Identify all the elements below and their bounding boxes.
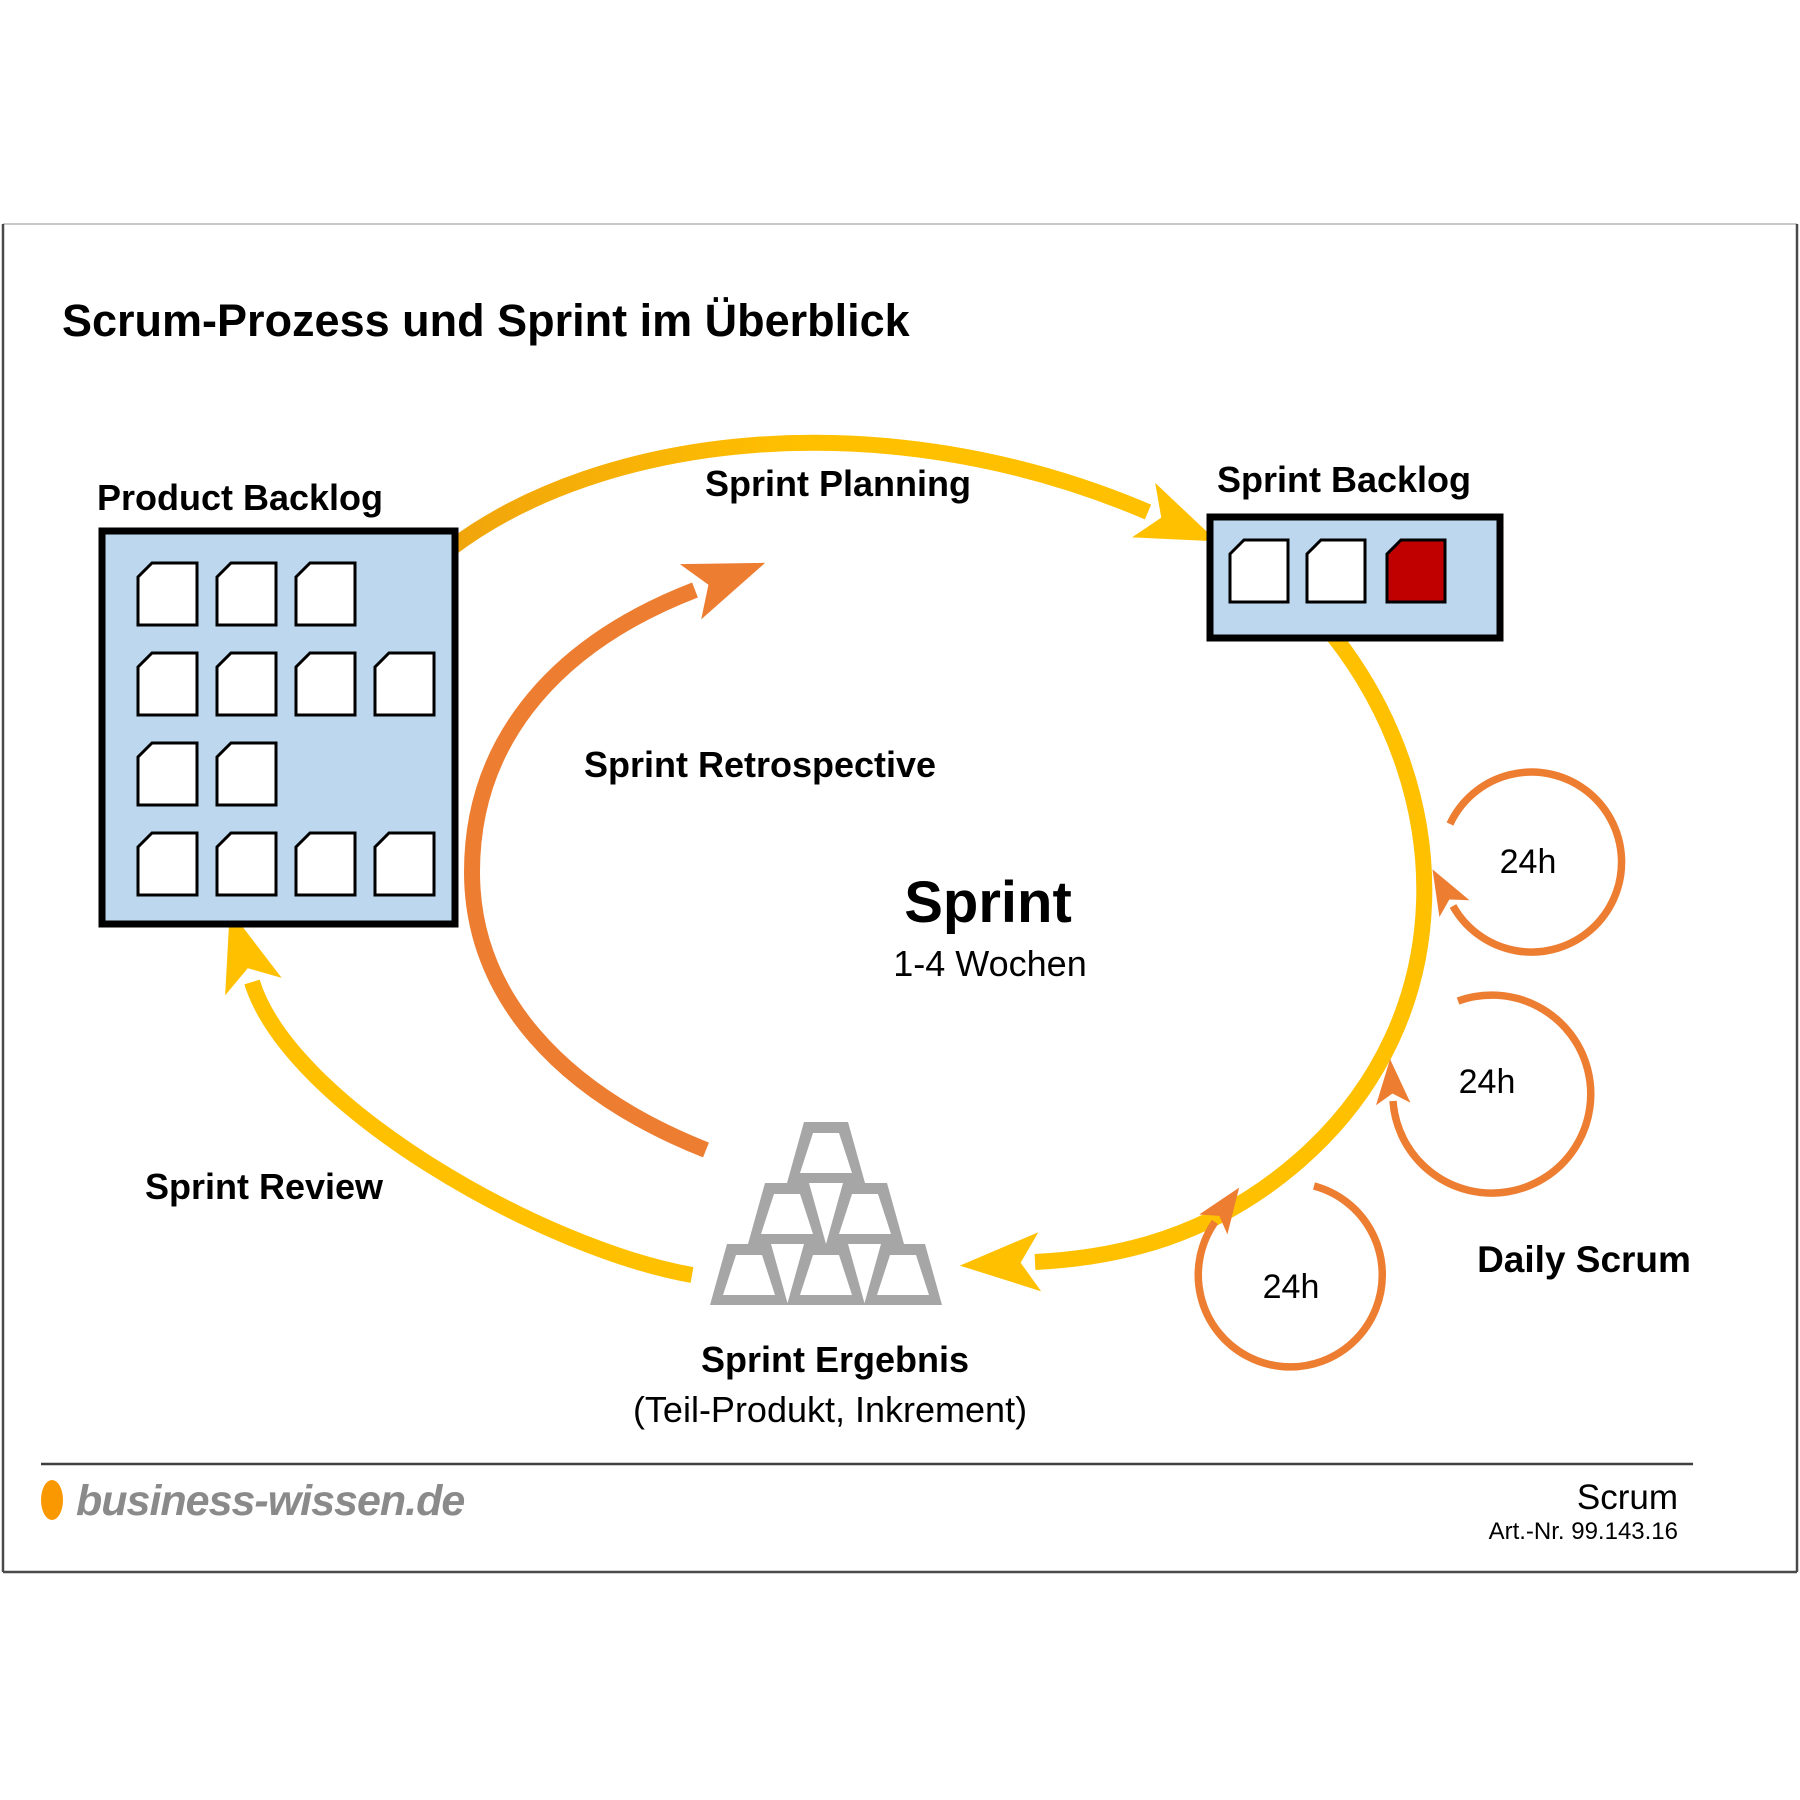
daily-cycle-1-label: 24h xyxy=(1500,843,1557,881)
backlog-card xyxy=(373,651,436,717)
sprint-to-result-arrow xyxy=(959,630,1433,1292)
backlog-card xyxy=(215,561,278,627)
daily-cycle-1-icon xyxy=(1432,768,1626,956)
sprint-cycle-arrows xyxy=(225,434,1433,1292)
sprint-label: Sprint xyxy=(904,870,1072,935)
backlog-card xyxy=(373,831,436,897)
backlog-card xyxy=(294,831,357,897)
backlog-card xyxy=(1305,538,1367,604)
product-backlog-label: Product Backlog xyxy=(97,477,383,518)
backlog-card xyxy=(294,651,357,717)
sprint-ergebnis-label: Sprint Ergebnis xyxy=(701,1339,969,1380)
sprint-retrospective-label: Sprint Retrospective xyxy=(584,744,936,785)
daily-cycle-2-icon xyxy=(1376,991,1595,1197)
daily-cycle-3-label: 24h xyxy=(1263,1268,1320,1306)
daily-cycle-3-icon xyxy=(1194,1182,1387,1371)
backlog-card xyxy=(294,561,357,627)
backlog-card xyxy=(136,741,199,807)
brand-dot-icon xyxy=(41,1480,63,1520)
backlog-card xyxy=(215,741,278,807)
sprint-planning-arrow xyxy=(445,434,1218,556)
sprint-planning-label: Sprint Planning xyxy=(705,463,971,504)
sprint-duration-label: 1-4 Wochen xyxy=(893,943,1086,984)
product-backlog-box xyxy=(98,527,459,928)
sprint-backlog-label: Sprint Backlog xyxy=(1217,459,1471,500)
sprint-backlog-box xyxy=(1206,513,1504,642)
sprint-result-pyramid-icon xyxy=(710,1122,942,1305)
backlog-card xyxy=(215,831,278,897)
brand-logo-text: business-wissen.de xyxy=(76,1477,464,1525)
sprint-review-label: Sprint Review xyxy=(145,1166,384,1207)
footer-topic: Scrum xyxy=(1577,1478,1678,1517)
daily-cycle-2-label: 24h xyxy=(1459,1063,1516,1101)
backlog-card xyxy=(1228,538,1290,604)
backlog-card-selected xyxy=(1385,538,1447,604)
footer: business-wissen.de Scrum Art.-Nr. 99.143… xyxy=(41,1462,1693,1545)
page-title: Scrum-Prozess und Sprint im Überblick xyxy=(62,295,911,346)
daily-scrum-label: Daily Scrum xyxy=(1477,1239,1691,1280)
backlog-card xyxy=(136,651,199,717)
sprint-ergebnis-sublabel: (Teil-Produkt, Inkrement) xyxy=(633,1389,1027,1430)
footer-article-number: Art.-Nr. 99.143.16 xyxy=(1489,1518,1678,1545)
sprint-review-arrow xyxy=(225,910,694,1283)
sprint-retrospective-arrow xyxy=(463,562,766,1158)
daily-scrum-circles xyxy=(1194,768,1626,1371)
backlog-card xyxy=(136,831,199,897)
backlog-card xyxy=(215,651,278,717)
backlog-card xyxy=(136,561,199,627)
